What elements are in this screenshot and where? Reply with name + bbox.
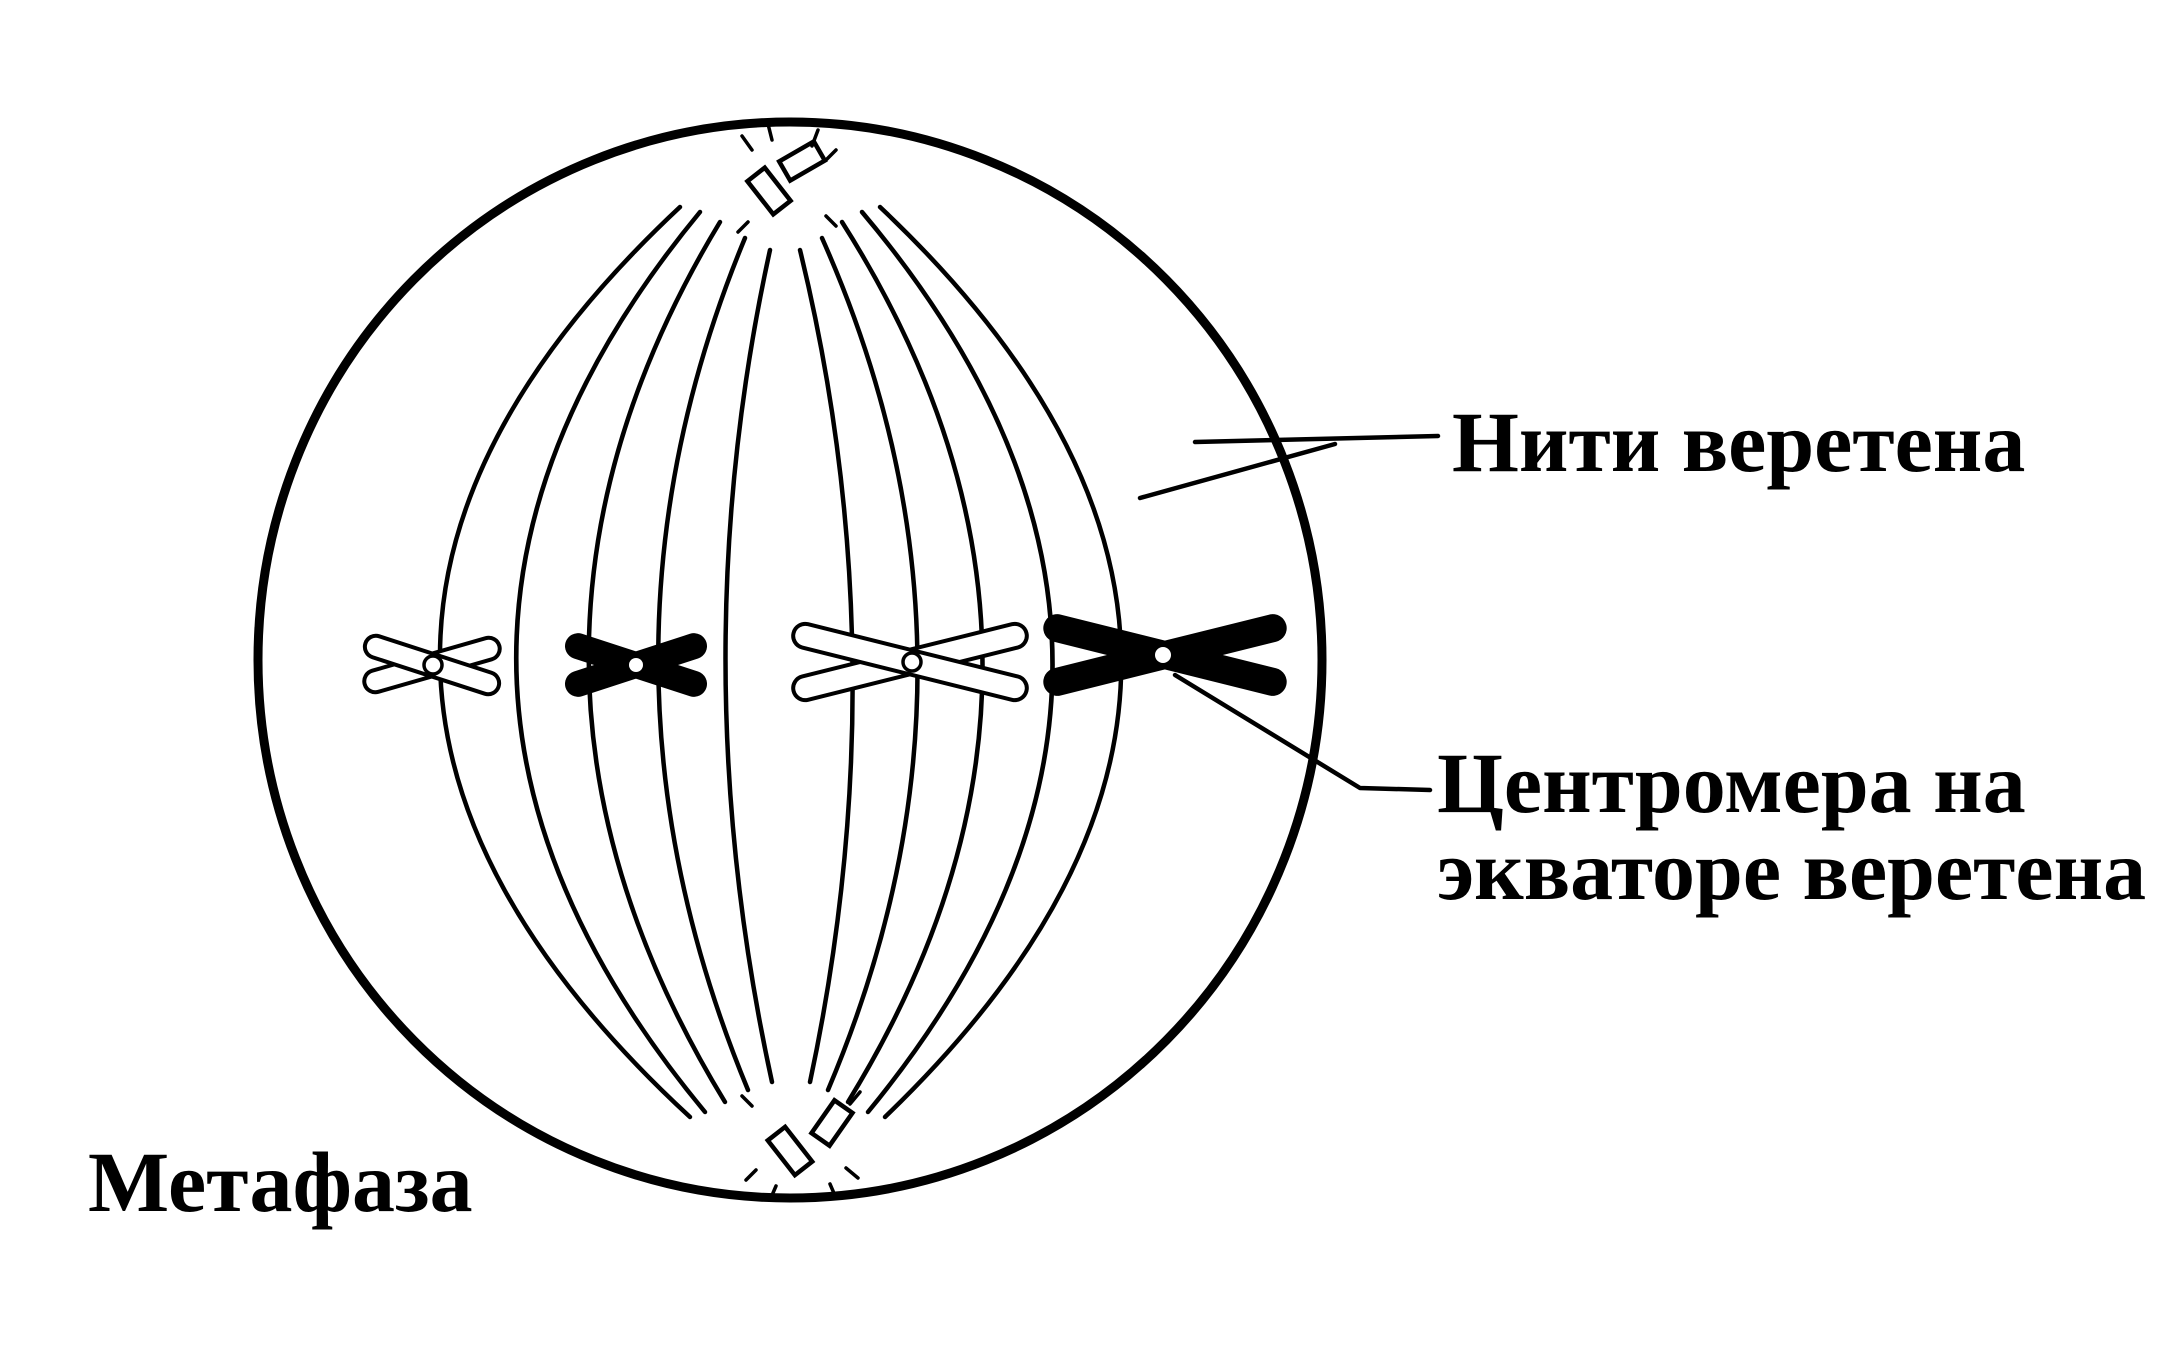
spindle-fiber	[723, 247, 775, 1085]
label-stage: Метафаза	[88, 1134, 473, 1230]
aster-rays-bottom	[740, 1090, 862, 1202]
chromosome-solid-large	[1043, 614, 1287, 696]
chromosome-outline-small	[362, 633, 502, 697]
centriole-bottom	[764, 1097, 856, 1179]
label-spindle-fibers: Нити веретена	[1452, 394, 2026, 490]
spindle-fiber	[839, 219, 985, 1105]
spindle-fibers	[437, 204, 1124, 1120]
leader-centromere	[1172, 672, 1433, 793]
label-centromere-line2: экваторе веретена	[1437, 822, 2147, 918]
cell-membrane	[253, 117, 1327, 1203]
centriole-top	[744, 138, 828, 218]
centromere	[1155, 647, 1171, 663]
label-centromere: Центромера на экваторе веретена	[1437, 740, 2146, 914]
chromosome-solid-small	[564, 633, 708, 697]
label-centromere-line1: Центромера на	[1437, 735, 2026, 831]
chromosome-outline-large	[791, 621, 1029, 703]
centromere	[901, 651, 923, 673]
leader-spindle-fibers	[1137, 433, 1441, 501]
spindle-fiber	[859, 209, 1055, 1115]
centromere	[422, 654, 444, 676]
centromere	[629, 658, 643, 672]
spindle-fiber	[514, 209, 708, 1115]
aster-rays-top	[736, 122, 838, 234]
